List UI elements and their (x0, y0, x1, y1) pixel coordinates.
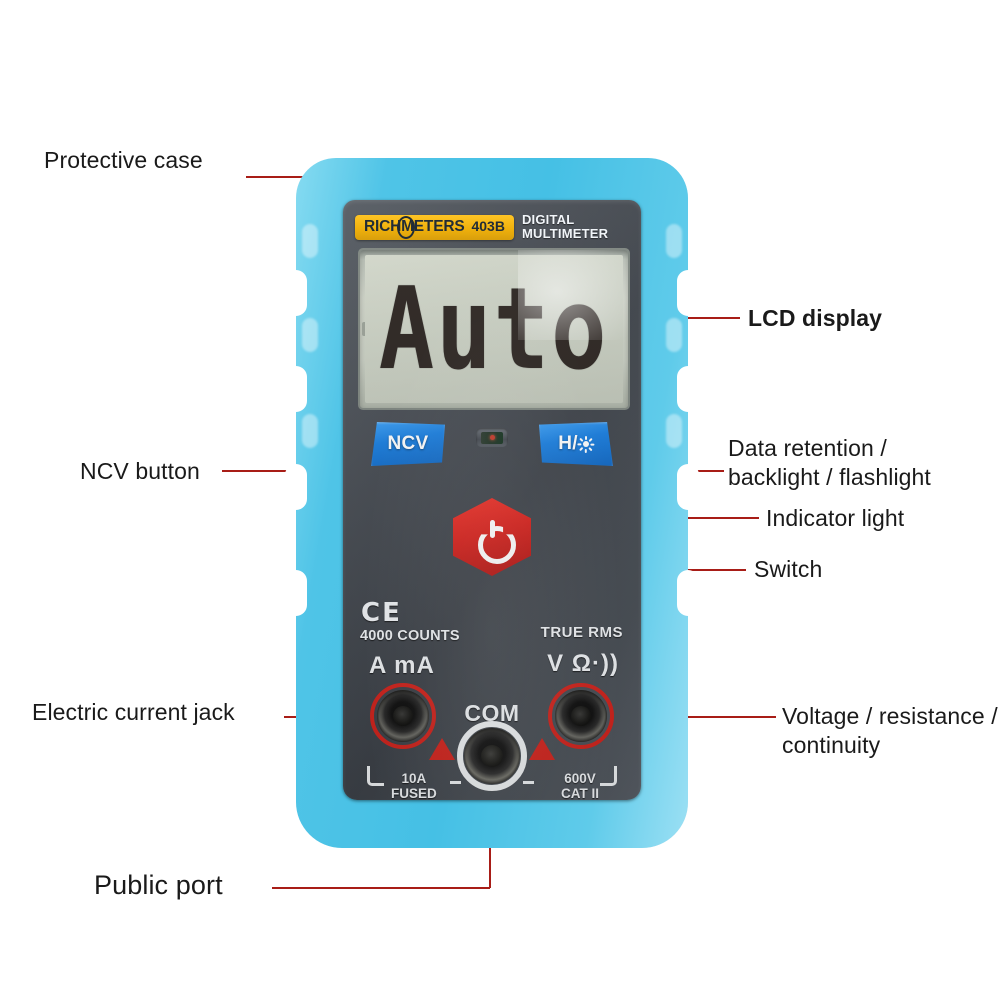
warning-triangle-left-icon (429, 738, 455, 760)
case-ridge-right-2 (666, 318, 682, 352)
case-notch-left-4 (285, 570, 307, 616)
annotation-data-retention: Data retention / backlight / flashlight (728, 435, 931, 491)
power-icon (475, 520, 509, 554)
case-ridge-left-3 (302, 414, 318, 448)
ce-mark: CE (361, 598, 402, 628)
lcd-display: Auto (358, 248, 630, 410)
current-jack-highlight-ring (370, 683, 436, 749)
current-jack[interactable] (377, 690, 429, 742)
leader-protective-case (246, 176, 354, 178)
indicator-light-window (481, 431, 503, 444)
annotation-switch: Switch (754, 556, 823, 582)
hold-backlight-label: H/ (558, 433, 578, 454)
fuse-rating-label: 10A FUSED (391, 771, 437, 800)
voltage-jack-highlight-ring (548, 683, 614, 749)
annotation-protective-case: Protective case (44, 147, 203, 173)
voltage-jack[interactable] (555, 690, 607, 742)
com-jack[interactable] (464, 728, 520, 784)
case-ridge-right-1 (666, 224, 682, 258)
indicator-light (476, 428, 508, 447)
annotation-indicator-light: Indicator light (766, 505, 905, 531)
device-type: DIGITAL MULTIMETER (522, 213, 608, 240)
counts-label: 4000 COUNTS (360, 628, 460, 644)
warning-triangle-right-icon (529, 738, 555, 760)
case-notch-left-1 (285, 270, 307, 316)
device-type-line2: MULTIMETER (521, 226, 609, 241)
device-type-line1: DIGITAL (521, 212, 575, 228)
multimeter-device: RICHMETERS 403B DIGITAL MULTIMETER Auto … (285, 158, 699, 848)
annotation-public-port: Public port (94, 870, 223, 900)
case-notch-right-3 (677, 464, 699, 510)
brand-row: RICHMETERS 403B DIGITAL MULTIMETER (355, 212, 633, 242)
power-switch-button[interactable] (453, 498, 531, 576)
annotation-ncv-button: NCV button (80, 458, 200, 484)
ncv-button[interactable]: NCV (371, 422, 445, 466)
case-notch-right-2 (677, 366, 699, 412)
annotation-electric-current-jack: Electric current jack (32, 699, 235, 725)
true-rms-label: TRUE RMS (540, 624, 623, 641)
leader-public-port-h (272, 887, 490, 889)
case-ridge-left-2 (302, 318, 318, 352)
annotation-voltage-resistance: Voltage / resistance / continuity (782, 703, 998, 759)
category-rating-label: 600V CAT II (561, 771, 599, 800)
bracket-right-icon (600, 766, 617, 786)
current-jack-label: A mA (369, 652, 435, 679)
dash-left-icon (450, 781, 461, 784)
case-notch-right-1 (677, 270, 699, 316)
brand-ring-icon (397, 215, 415, 239)
lcd-value: Auto (379, 262, 609, 396)
dash-right-icon (523, 781, 534, 784)
hold-backlight-button[interactable]: H/ (539, 422, 613, 466)
lcd-screen: Auto (365, 255, 623, 403)
sun-icon (577, 435, 595, 453)
brand-badge: RICHMETERS 403B (355, 214, 514, 240)
com-jack-ring (457, 721, 527, 791)
ncv-button-label: NCV (387, 433, 429, 454)
lcd-side-tab (362, 322, 367, 336)
annotation-lcd-display: LCD display (748, 305, 883, 331)
case-notch-left-2 (285, 366, 307, 412)
button-row: NCV H/ (343, 418, 641, 474)
brand-name: RICHMETERS (364, 215, 465, 239)
indicator-light-dot (489, 435, 495, 440)
bracket-left-icon (367, 766, 384, 786)
voltage-jack-label: V Ω·)) (547, 650, 619, 677)
model-number: 403B (471, 217, 505, 234)
case-ridge-left-1 (302, 224, 318, 258)
case-notch-right-4 (677, 570, 699, 616)
case-notch-left-3 (285, 464, 307, 510)
case-ridge-right-3 (666, 414, 682, 448)
meter-body: RICHMETERS 403B DIGITAL MULTIMETER Auto … (343, 200, 641, 800)
